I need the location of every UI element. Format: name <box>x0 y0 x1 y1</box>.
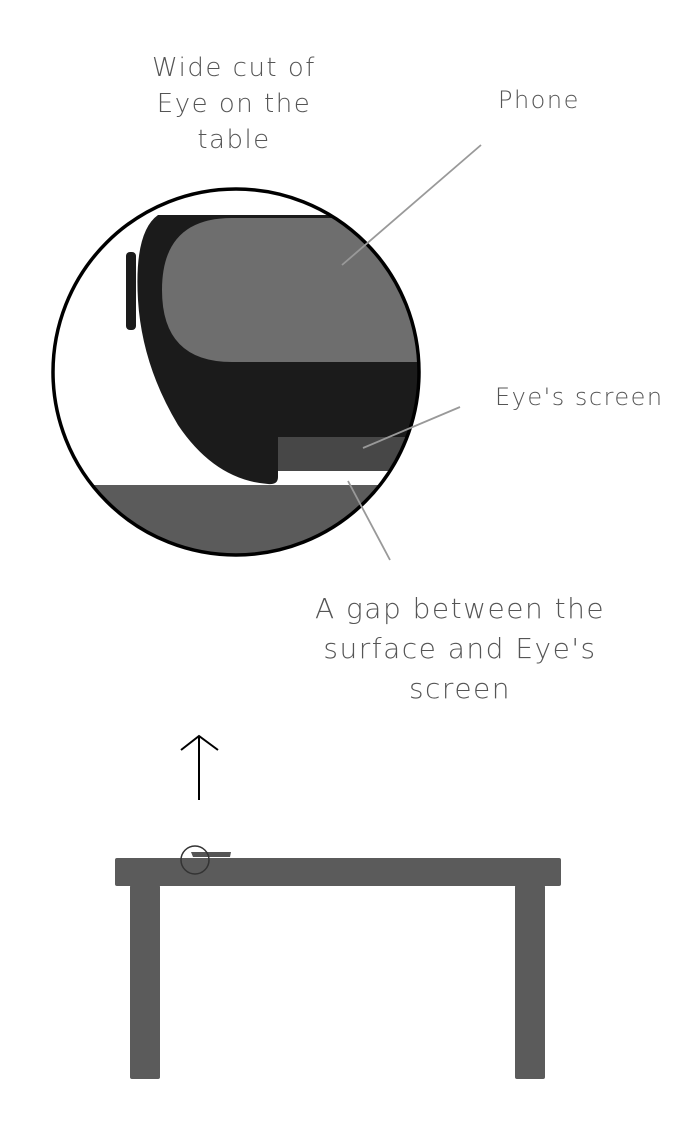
small-phone <box>191 852 231 857</box>
table <box>115 858 561 1079</box>
side-button <box>126 252 136 330</box>
screen-leader-line <box>362 406 461 449</box>
zoom-circle <box>51 187 421 557</box>
eye-screen <box>278 437 419 471</box>
title-line-1: Wide cut of <box>152 53 316 83</box>
table-leg-left <box>130 885 160 1079</box>
gap-leader-line <box>347 480 391 561</box>
phone-body <box>162 218 419 362</box>
zoomed-view <box>53 215 419 555</box>
title-line-2: Eye on the <box>157 89 311 119</box>
phone-label: Phone <box>498 86 580 114</box>
gap-label-line-2: surface and Eye's <box>323 632 596 665</box>
phone-leader-line <box>341 144 482 266</box>
table-top <box>115 858 561 886</box>
up-arrow-icon <box>180 734 219 800</box>
gap-label-line-3: screen <box>409 672 511 705</box>
gap-label-line-1: A gap between the <box>315 592 605 625</box>
title-line-3: table <box>197 125 270 155</box>
detail-circle <box>180 845 210 875</box>
eye-screen-label: Eye's screen <box>495 383 664 411</box>
table-surface-zoomed <box>53 485 419 555</box>
table-leg-right <box>515 885 545 1079</box>
